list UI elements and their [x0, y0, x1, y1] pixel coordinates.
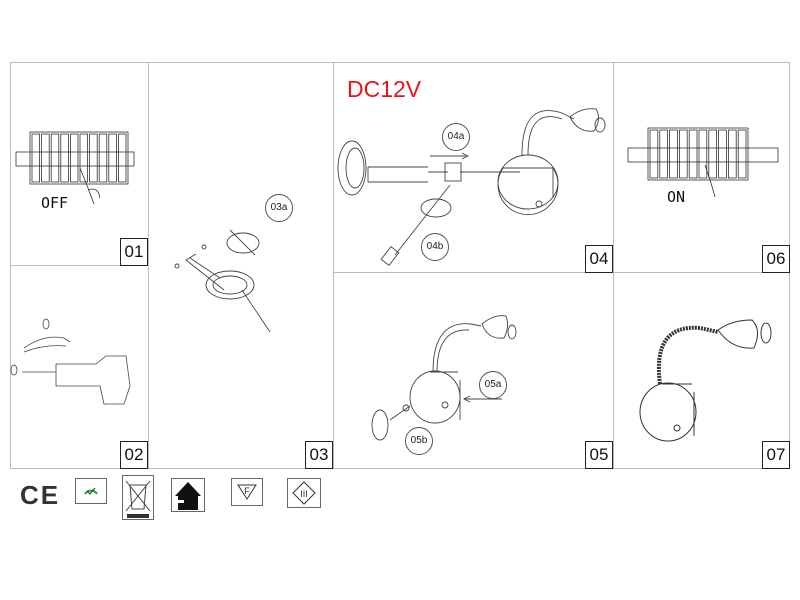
f-mark-icon: F [231, 478, 263, 506]
breaker-module [728, 129, 737, 179]
breaker-off-drawing [15, 131, 135, 205]
breaker-module [50, 133, 60, 183]
voltage-label: DC12V [347, 76, 422, 102]
lamp-screw-drawing [371, 315, 517, 441]
class-iii-text: III [300, 489, 308, 499]
wiring-drawing [337, 108, 606, 267]
breaker-module [98, 133, 108, 183]
breaker-module [737, 129, 747, 179]
indoor-use-house-icon [171, 478, 205, 512]
class-iii-icon: III [287, 478, 321, 508]
step-number-06: 06 [762, 245, 790, 273]
f-mark-text: F [244, 486, 250, 496]
breaker-module [659, 129, 668, 179]
off-label: OFF [41, 194, 69, 212]
drill-drawing [10, 318, 131, 405]
callout-04a: 04a [442, 123, 470, 151]
step-number-02: 02 [120, 441, 148, 469]
breaker-module [89, 133, 98, 183]
step-number-04: 04 [585, 245, 613, 273]
breaker-module [70, 133, 79, 183]
breaker-module [41, 133, 50, 183]
breaker-module [79, 133, 88, 183]
on-label: ON [667, 188, 686, 206]
mounting-plate-drawing [174, 229, 271, 333]
breaker-on-drawing [627, 127, 779, 198]
breaker-module [698, 129, 708, 179]
breaker-module [669, 129, 678, 179]
breaker-module [649, 129, 659, 179]
ce-mark: CE [20, 480, 61, 510]
breaker-module [60, 133, 69, 183]
callout-04b: 04b [421, 233, 449, 261]
breaker-module [31, 133, 40, 183]
callout-03a: 03a [265, 194, 293, 222]
step-number-01: 01 [120, 238, 148, 266]
callout-05b: 05b [405, 427, 433, 455]
breaker-module [108, 133, 117, 183]
breaker-module [718, 129, 727, 179]
step-number-03: 03 [305, 441, 333, 469]
eco-quality-icon [75, 478, 107, 504]
step-number-05: 05 [585, 441, 613, 469]
step-number-07: 07 [762, 441, 790, 469]
finished-lamp-drawing [639, 319, 772, 442]
breaker-module [118, 133, 127, 183]
weee-crossed-bin-icon [122, 475, 154, 520]
breaker-module [708, 129, 717, 179]
breaker-module [679, 129, 688, 179]
callout-05a: 05a [479, 371, 507, 399]
breaker-module [688, 129, 698, 179]
